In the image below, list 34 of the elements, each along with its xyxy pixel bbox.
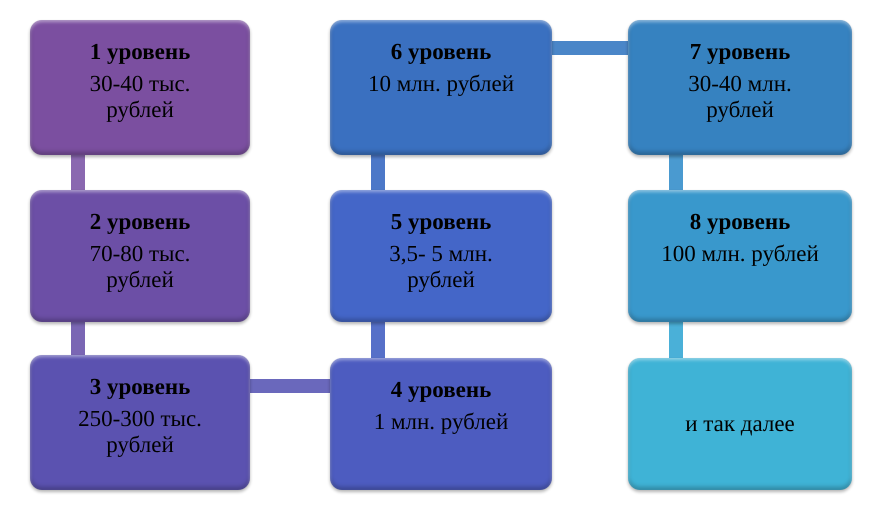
connector-bar [71,322,85,355]
level-amount: 30-40 тыс. рублей [88,70,192,124]
level-box [30,190,250,322]
level-amount: 100 млн. рублей [661,240,819,268]
level-box [330,190,552,322]
connector-bar [669,322,683,358]
level-amount: 250-300 тыс. рублей [77,406,203,459]
connector-bar [250,379,330,393]
level-box [330,20,552,155]
level-box [30,20,250,155]
level-amount: 1 млн. рублей [374,408,508,436]
level-amount: 70-80 тыс. рублей [88,240,192,294]
level-heading: 4 уровень [390,376,492,404]
connector-bar [371,155,385,190]
level-heading: 8 уровень [690,208,790,236]
level-amount: 30-40 млн. рублей [687,70,793,124]
level-heading: 7 уровень [690,38,790,66]
level-heading: 3 уровень [90,373,190,401]
level-heading: 2 уровень [90,208,190,236]
connector-bar [669,155,683,190]
level-amount: и так далее [685,410,795,438]
level-box [628,190,852,322]
level-heading: 5 уровень [390,208,492,236]
level-heading: 1 уровень [90,38,190,66]
connector-bar [371,322,385,358]
connector-bar [71,155,85,190]
level-box [330,358,552,490]
level-amount: 3,5- 5 млн. рублей [388,240,494,294]
level-box [628,20,852,155]
level-box [30,355,250,490]
level-box [628,358,852,490]
level-heading: 6 уровень [390,38,492,66]
level-amount: 10 млн. рублей [368,70,514,98]
connector-bar [552,41,628,55]
